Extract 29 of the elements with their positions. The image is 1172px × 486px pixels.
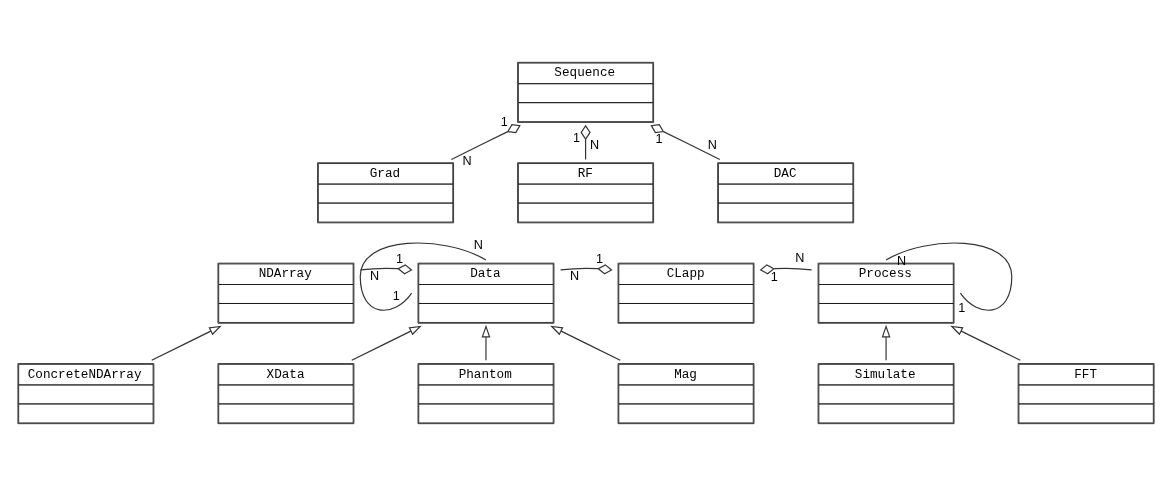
arrow	[950, 325, 1021, 361]
label: 1	[655, 131, 663, 146]
label: 1	[392, 289, 400, 304]
label: N	[795, 251, 805, 266]
label: N	[590, 138, 600, 153]
label: 1	[958, 300, 966, 315]
arrow	[481, 324, 491, 361]
label: 1	[573, 130, 581, 145]
label: N	[473, 238, 483, 253]
connector	[450, 124, 521, 161]
connector	[359, 264, 413, 275]
arrow	[351, 325, 422, 361]
label: N	[462, 153, 472, 168]
label: 1	[770, 269, 778, 284]
arrow	[550, 325, 621, 361]
label: N	[569, 269, 580, 284]
connector	[650, 124, 721, 161]
connector	[359, 242, 487, 311]
label: 1	[595, 251, 604, 266]
label: N	[369, 269, 380, 284]
label: 1	[500, 115, 508, 130]
label: N	[707, 137, 717, 152]
arrow	[151, 325, 222, 361]
arrow	[881, 324, 891, 361]
connector	[560, 264, 613, 275]
connector	[580, 124, 591, 160]
connector	[759, 264, 813, 275]
connector	[885, 242, 1013, 311]
label: 1	[395, 251, 403, 266]
